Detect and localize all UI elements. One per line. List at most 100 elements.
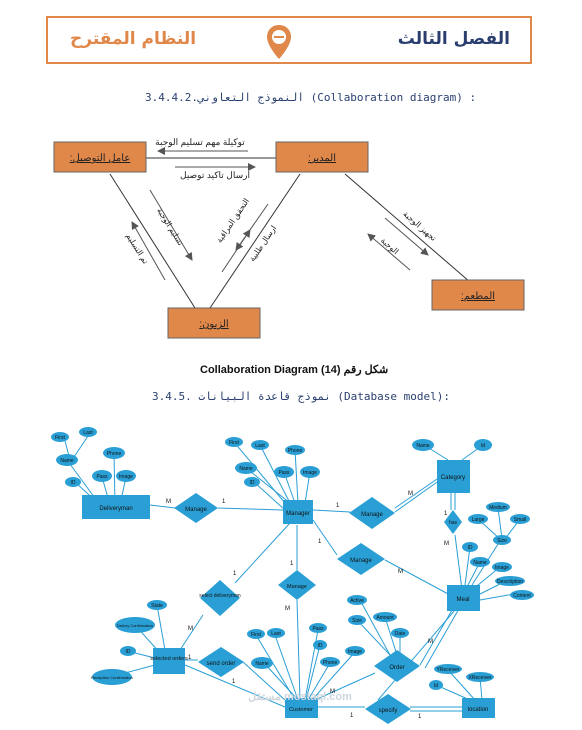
svg-text:ID: ID bbox=[318, 643, 323, 649]
rel-has: has bbox=[444, 510, 462, 534]
svg-text:Descriiption: Descriiption bbox=[497, 579, 523, 585]
collaboration-diagram: :عامل التوصيل :المدير :المطعم :الزبون تو… bbox=[53, 137, 525, 339]
svg-text:M: M bbox=[330, 689, 335, 695]
er-heading: 3.4.5. نموذج قاعدة البيانات (Database mo… bbox=[152, 390, 451, 403]
collab-caption: Collaboration Diagram (14) شكل رقم bbox=[200, 364, 389, 376]
link-manager-customer bbox=[209, 173, 301, 309]
link-delivery-customer bbox=[109, 173, 196, 309]
svg-text:Manage: Manage bbox=[185, 507, 207, 513]
svg-text::عامل التوصيل: :عامل التوصيل bbox=[70, 153, 131, 164]
svg-text:send order: send order bbox=[207, 661, 236, 667]
svg-text::الزبون: :الزبون bbox=[199, 319, 228, 330]
er-diagram: Deliveryman Manager Category Meal select… bbox=[51, 427, 534, 724]
object-manager: :المدير bbox=[275, 141, 369, 173]
svg-text:1: 1 bbox=[318, 539, 322, 545]
svg-text:Name: Name bbox=[255, 661, 269, 667]
svg-text:1: 1 bbox=[222, 499, 226, 505]
svg-text:YReceiver: YReceiver bbox=[436, 667, 459, 673]
svg-text:Large: Large bbox=[472, 517, 485, 523]
svg-text:Manage: Manage bbox=[361, 512, 383, 518]
svg-text:M: M bbox=[428, 639, 433, 645]
svg-text::المطعم: :المطعم bbox=[461, 291, 495, 302]
svg-text:Last: Last bbox=[83, 430, 93, 436]
svg-text:Size: Size bbox=[497, 538, 507, 544]
svg-text:Meal: Meal bbox=[456, 597, 469, 603]
svg-text:1: 1 bbox=[232, 679, 236, 685]
rel-manage-1: Manage bbox=[174, 493, 218, 523]
chapter-header: الفصل الثالث النظام المقترح bbox=[46, 16, 532, 64]
svg-text:Image: Image bbox=[119, 474, 133, 480]
entity-manager: Manager bbox=[283, 500, 313, 524]
svg-text:M: M bbox=[166, 499, 171, 505]
svg-text:Name: Name bbox=[60, 458, 74, 464]
svg-text:Image: Image bbox=[495, 565, 509, 571]
svg-text:M: M bbox=[408, 491, 413, 497]
svg-text:Id: Id bbox=[481, 443, 485, 449]
svg-text:ID: ID bbox=[126, 649, 131, 655]
svg-text:Pass: Pass bbox=[312, 626, 324, 632]
svg-text:Image: Image bbox=[303, 470, 317, 476]
svg-text:specify: specify bbox=[379, 708, 398, 714]
svg-text:M: M bbox=[398, 569, 403, 575]
svg-text:XReceiver: XReceiver bbox=[468, 675, 491, 681]
svg-text:M: M bbox=[188, 626, 193, 632]
svg-text:ID: ID bbox=[71, 480, 76, 486]
svg-text:ID: ID bbox=[250, 480, 255, 486]
svg-text:First: First bbox=[251, 632, 261, 638]
watermark: مستقل mostaql.com bbox=[248, 691, 352, 703]
svg-text:1: 1 bbox=[336, 503, 340, 509]
svg-text:Small: Small bbox=[514, 517, 527, 523]
entity-category: Category bbox=[437, 460, 470, 493]
rel-manage-2: Manage bbox=[349, 497, 395, 529]
svg-text:Amount: Amount bbox=[376, 615, 394, 621]
msg-prepare: تجهيز الوجبة bbox=[401, 209, 438, 242]
svg-text:Last: Last bbox=[255, 443, 265, 449]
svg-text:Image: Image bbox=[348, 649, 362, 655]
svg-text:1: 1 bbox=[350, 713, 354, 719]
svg-text:has: has bbox=[449, 520, 458, 526]
rel-order: Order bbox=[374, 650, 420, 682]
svg-text:1: 1 bbox=[418, 714, 422, 720]
msg-receive-meal: تسليم الوجبة bbox=[155, 206, 185, 247]
object-delivery-worker: :عامل التوصيل bbox=[53, 141, 147, 173]
entity-customer: Customer bbox=[285, 698, 318, 718]
chapter-title: الفصل الثالث bbox=[397, 29, 510, 49]
rel-select-deliveryman: select deliveryman bbox=[199, 580, 241, 616]
rel-manage-4: Manage bbox=[278, 570, 316, 600]
svg-text:1: 1 bbox=[290, 561, 294, 567]
svg-text:Phone: Phone bbox=[288, 448, 303, 454]
svg-text:Phone: Phone bbox=[107, 451, 122, 457]
rel-manage-3: Manage bbox=[337, 543, 385, 575]
svg-text:select deliveryman: select deliveryman bbox=[199, 593, 241, 599]
svg-text:ID: ID bbox=[468, 545, 473, 551]
svg-text:Phone: Phone bbox=[323, 660, 338, 666]
svg-text:Delivry Confirmation: Delivry Confirmation bbox=[117, 623, 153, 628]
rel-send-order: send order bbox=[198, 647, 244, 677]
svg-text:Reception Confirmation: Reception Confirmation bbox=[91, 675, 133, 680]
svg-text:M: M bbox=[444, 541, 449, 547]
svg-text::المدير: :المدير bbox=[308, 153, 336, 164]
object-customer: :الزبون bbox=[167, 307, 261, 339]
svg-text:Name: Name bbox=[239, 466, 253, 472]
chapter-topic: النظام المقترح bbox=[70, 29, 197, 49]
entity-location: location bbox=[462, 698, 495, 718]
svg-text:First: First bbox=[229, 440, 239, 446]
svg-text:Customer: Customer bbox=[289, 707, 313, 713]
svg-text:First: First bbox=[55, 435, 65, 441]
svg-text:State: State bbox=[151, 603, 163, 609]
svg-text:Last: Last bbox=[271, 631, 281, 637]
link-manager-kitchen bbox=[344, 173, 471, 283]
entity-deliveryman: Deliveryman bbox=[82, 495, 150, 519]
svg-text:Content: Content bbox=[513, 593, 531, 599]
svg-text:location: location bbox=[468, 707, 489, 713]
svg-text:Pass: Pass bbox=[278, 470, 290, 476]
svg-text:M: M bbox=[285, 606, 290, 612]
svg-text:Pass: Pass bbox=[96, 474, 108, 480]
svg-text:Order: Order bbox=[389, 665, 404, 671]
svg-text:Manager: Manager bbox=[286, 511, 310, 517]
entity-meal: Meal bbox=[447, 585, 480, 611]
svg-text:Manage: Manage bbox=[287, 584, 307, 590]
collab-heading: 3.4.4.2.النموذج التعاوني (Collaboration … bbox=[145, 91, 477, 104]
svg-text:selected orders: selected orders bbox=[150, 656, 188, 662]
svg-text:1: 1 bbox=[188, 655, 192, 661]
